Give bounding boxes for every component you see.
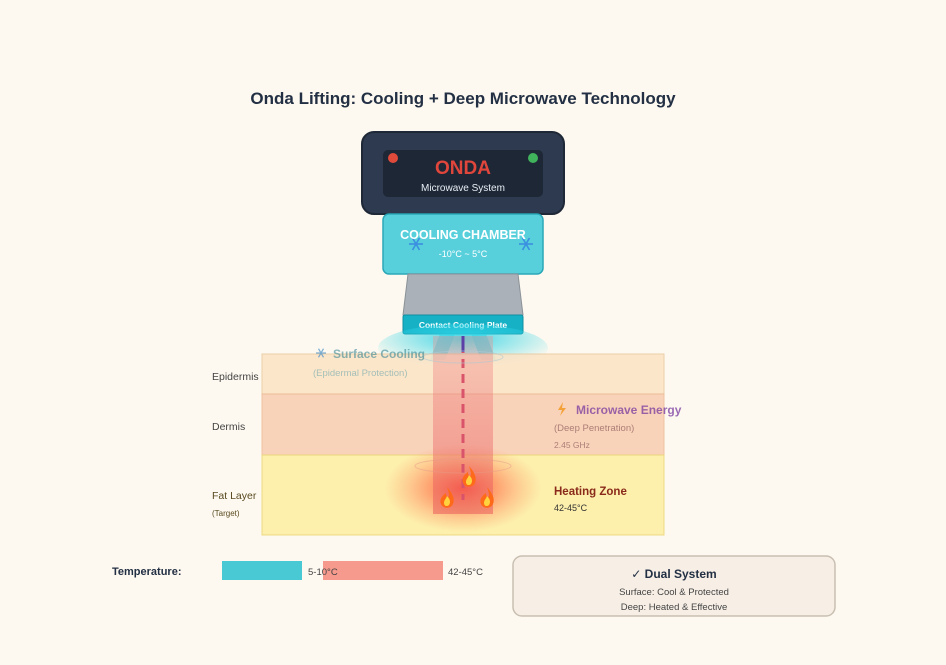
microwave-annotation-title: Microwave Energy <box>576 403 682 417</box>
legend-label-hot: 42-45°C <box>448 567 483 578</box>
legend-label-cool: 5-10°C <box>308 567 338 578</box>
legend-swatch-hot <box>323 561 443 580</box>
label-fat-target: (Target) <box>212 509 240 518</box>
status-light-red <box>388 153 398 163</box>
label-dermis: Dermis <box>212 421 245 433</box>
flame-icon <box>440 487 454 508</box>
label-fat-layer: Fat Layer <box>212 490 257 502</box>
legend-swatch-cool <box>222 561 302 580</box>
snowflake-icon <box>519 237 533 251</box>
summary-title: ✓ Dual System <box>631 567 716 581</box>
heat-ring <box>414 458 512 474</box>
microwave-annotation-sub: (Deep Penetration) <box>554 423 634 434</box>
lightning-icon <box>558 402 566 416</box>
cooling-annotation-sub: (Epidermal Protection) <box>313 368 408 379</box>
summary-line-1: Surface: Cool & Protected <box>619 587 729 598</box>
flame-icon <box>480 487 494 508</box>
microwave-annotation-freq: 2.45 GHz <box>554 440 590 450</box>
snowflake-icon <box>409 237 423 251</box>
cooling-ring <box>422 350 504 364</box>
device-brand: ONDA <box>435 158 491 179</box>
snowflake-icon <box>316 348 326 358</box>
cooling-annotation-title: Surface Cooling <box>333 347 425 361</box>
legend-title: Temperature: <box>112 566 181 578</box>
device-subtitle: Microwave System <box>421 183 505 194</box>
summary-line-2: Deep: Heated & Effective <box>621 602 728 613</box>
summary-box <box>512 555 836 617</box>
flame-icon <box>462 466 476 487</box>
chamber-temp: -10°C ~ 5°C <box>439 249 488 259</box>
heating-annotation-temp: 42-45°C <box>554 503 588 513</box>
label-epidermis: Epidermis <box>212 371 259 383</box>
chamber-title: COOLING CHAMBER <box>400 228 526 242</box>
page-title: Onda Lifting: Cooling + Deep Microwave T… <box>250 89 676 108</box>
device-screen <box>383 150 543 197</box>
heating-annotation-title: Heating Zone <box>554 486 627 498</box>
applicator-funnel <box>402 273 524 316</box>
status-light-green <box>528 153 538 163</box>
